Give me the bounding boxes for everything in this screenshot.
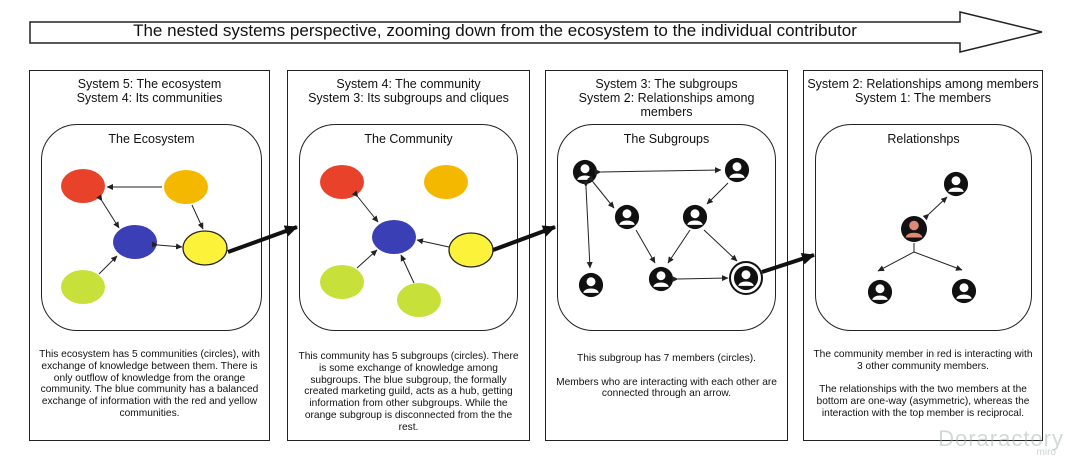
- header-line-1: System 4: The community: [336, 77, 481, 91]
- header-line-2: System 4: Its communities: [76, 91, 223, 105]
- panel-header: System 4: The community System 3: Its su…: [288, 77, 529, 105]
- header-line-2: System 3: Its subgroups and cliques: [308, 91, 509, 105]
- panel-header: System 3: The subgroups System 2: Relati…: [546, 77, 787, 119]
- panel-description: This subgroup has 7 members (circles). M…: [556, 353, 777, 400]
- panel-header: System 2: Relationships among members Sy…: [804, 77, 1042, 105]
- inner-box: The Ecosystem: [41, 124, 262, 331]
- header-line-1: System 5: The ecosystem: [77, 77, 222, 91]
- panel-description: This ecosystem has 5 communities (circle…: [39, 349, 260, 419]
- watermark-logo: Doraractory: [938, 426, 1064, 451]
- panel-community: System 4: The community System 3: Its su…: [287, 70, 530, 441]
- inner-box: The Community: [299, 124, 518, 331]
- inner-title: The Community: [364, 132, 453, 146]
- header-line-1: System 3: The subgroups: [595, 77, 738, 91]
- banner-arrow: [29, 11, 1043, 53]
- panel-ecosystem: System 5: The ecosystem System 4: Its co…: [29, 70, 270, 441]
- inner-title: The Ecosystem: [108, 132, 195, 146]
- banner-title: The nested systems perspective, zooming …: [133, 21, 857, 40]
- panel-subgroups: System 3: The subgroups System 2: Relati…: [545, 70, 788, 441]
- inner-title: Relationshps: [887, 132, 960, 146]
- watermark-sub: miro: [1036, 447, 1056, 458]
- panel-description: This community has 5 subgroups (circles)…: [298, 351, 519, 433]
- inner-box: The Subgroups: [557, 124, 776, 331]
- panel-relationships: System 2: Relationships among members Sy…: [803, 70, 1043, 441]
- panel-description: The community member in red is interacti…: [813, 349, 1033, 419]
- header-line-2: System 1: The members: [855, 91, 991, 105]
- header-line-2: System 2: Relationships among members: [578, 91, 755, 119]
- inner-title: The Subgroups: [623, 132, 710, 146]
- inner-box: Relationshps: [815, 124, 1032, 331]
- panel-header: System 5: The ecosystem System 4: Its co…: [30, 77, 269, 105]
- header-line-1: System 2: Relationships among members: [807, 77, 1039, 91]
